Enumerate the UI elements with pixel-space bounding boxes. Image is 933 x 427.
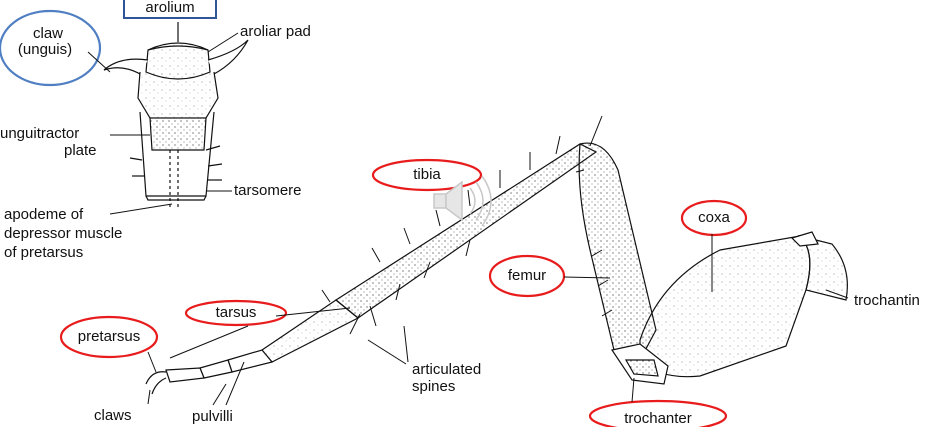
unguis-label: (unguis) — [17, 41, 73, 58]
trochantin-label: trochantin — [854, 292, 920, 309]
speaker-icon[interactable] — [433, 175, 492, 227]
tarsus-label: tarsus — [215, 304, 257, 321]
pretarsus-detail-drawing — [103, 22, 249, 208]
articulated-spines-label-line1: articulated — [412, 361, 482, 378]
claw-highlight-ellipse — [0, 9, 102, 87]
apodeme-label-line1: apodeme of — [4, 206, 84, 223]
unguitractor-label: unguitractor — [0, 125, 80, 142]
arolium-label-box — [123, 0, 217, 19]
tibia-highlight-ellipse — [371, 158, 483, 192]
apodeme-label-line3: of pretarsus — [4, 244, 84, 261]
articulated-spines-label-line2: spines — [412, 378, 456, 395]
plate-label: plate — [64, 142, 97, 159]
trochanter-label: trochanter — [624, 410, 692, 427]
pretarsus-highlight-ellipse — [59, 315, 159, 359]
aroliar-pad-label: aroliar pad — [240, 23, 311, 40]
claw-label: claw — [32, 25, 63, 42]
tibia-label: tibia — [413, 166, 441, 183]
leg-leader-lines — [147, 234, 849, 406]
femur-highlight-ellipse — [488, 254, 566, 298]
highlight-ellipses — [59, 158, 748, 427]
apodeme-label-line2: depressor muscle — [4, 225, 123, 242]
leg-drawing — [145, 115, 848, 395]
pretarsus-label: pretarsus — [77, 328, 141, 345]
tarsomere-label: tarsomere — [234, 182, 302, 199]
femur-label: femur — [507, 267, 547, 284]
arolium-label: arolium — [145, 0, 195, 16]
pulvilli-label: pulvilli — [192, 408, 233, 425]
tarsus-highlight-ellipse — [184, 299, 288, 327]
detail-leader-lines — [87, 32, 239, 215]
coxa-highlight-ellipse — [680, 199, 748, 237]
trochanter-highlight-ellipse — [588, 399, 728, 427]
coxa-label: coxa — [698, 209, 730, 226]
claws-label: claws — [94, 407, 132, 424]
